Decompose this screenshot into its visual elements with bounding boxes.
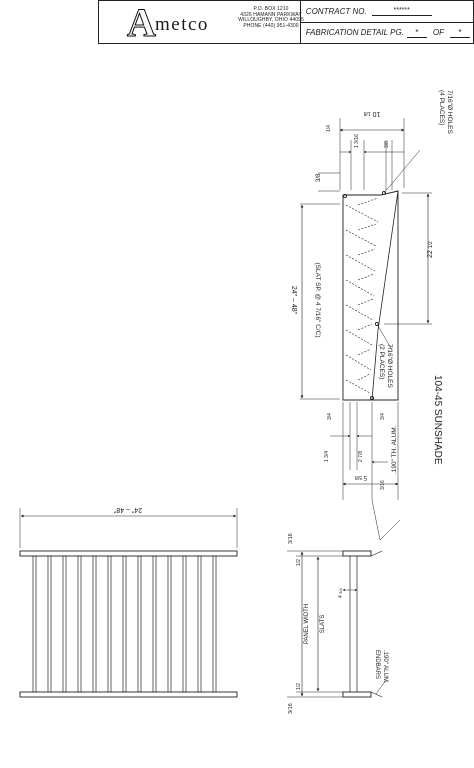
address-line: PHONE (440) 951-4300 bbox=[243, 22, 299, 29]
sunshade-profile bbox=[342, 190, 399, 401]
company-address: P.O. BOX 1210 4326 HAMANN PARKWAY WILLOU… bbox=[233, 6, 309, 29]
dim-2-7-8: 2 7/8 bbox=[358, 451, 364, 462]
dim-1-3-16: 1 3/16 bbox=[354, 134, 360, 148]
dim-3-16-bottom: 3/16 bbox=[380, 480, 386, 490]
overall-width-dim: 10 1/8 bbox=[363, 110, 380, 117]
elevation-view bbox=[19, 508, 387, 698]
dim-5-5-8: 5 5/8 bbox=[355, 474, 367, 480]
endbars-label-2: ENDBARS bbox=[374, 650, 380, 679]
contract-row: CONTRACT NO. ****** bbox=[301, 1, 473, 22]
dim-3-4-b: 3/4 bbox=[380, 413, 386, 420]
holes-2-label: 7/16"Ø HOLES bbox=[386, 344, 393, 389]
page-total: * bbox=[450, 28, 470, 38]
logo-initial: A bbox=[127, 0, 157, 45]
section-view bbox=[300, 118, 432, 541]
panel-bottom-endbar bbox=[19, 691, 238, 698]
title-block: A metco P.O. BOX 1210 4326 HAMANN PARKWA… bbox=[98, 0, 474, 45]
dim-3-8-side: 3/8 bbox=[316, 173, 322, 182]
elev-top-3-16: 3/16 bbox=[288, 533, 294, 544]
dim-3-4-a: 3/4 bbox=[327, 413, 333, 420]
alum-thickness-label: .190" TH. ALUM. bbox=[391, 425, 398, 474]
address-line: P.O. BOX 1210 bbox=[253, 6, 289, 12]
endbars-label-1: .190" ALUM. bbox=[382, 650, 388, 684]
slat-spacing-label: (SLAT SP. @ 4 7/16" C/C) bbox=[314, 262, 321, 337]
holes-2-places: (2 PLACES) bbox=[378, 344, 385, 379]
span-range-elevation: 24" – 48" bbox=[113, 506, 142, 513]
hole-bottom bbox=[369, 395, 375, 401]
holes-4-places: (4 PLACES) bbox=[438, 90, 445, 125]
span-range-section: 24" – 48" bbox=[290, 286, 297, 315]
hole-top-right bbox=[381, 190, 387, 196]
elev-dim-4-3-4: 4 3/4 bbox=[338, 587, 344, 598]
dim-quarter-top: 1/4 bbox=[326, 125, 332, 132]
endbar-profile-top bbox=[342, 550, 372, 557]
fabrication-row: FABRICATION DETAIL PG. * OF * bbox=[300, 21, 473, 44]
dim-3-8-top: 3/8 bbox=[384, 141, 390, 148]
hole-mid bbox=[374, 321, 380, 327]
company-logo-cell: A metco P.O. BOX 1210 4326 HAMANN PARKWA… bbox=[99, 0, 304, 45]
elev-top-1-2: 1/2 bbox=[296, 559, 302, 566]
contract-info-cell: CONTRACT NO. ****** FABRICATION DETAIL P… bbox=[300, 1, 473, 44]
slat-hatching bbox=[345, 197, 379, 394]
logo-wordmark: metco bbox=[155, 14, 209, 35]
panel-width-label: PANEL WIDTH bbox=[304, 604, 310, 644]
endbar-profile-bottom bbox=[342, 691, 372, 698]
drawing-title: 104-45 SUNSHADE bbox=[432, 375, 443, 465]
of-label: OF bbox=[432, 28, 444, 38]
elev-bottom-1-2: 1/2 bbox=[296, 683, 302, 690]
address-line: WILLOUGHBY, OHIO 44095 bbox=[238, 17, 304, 24]
panel-top-endbar bbox=[19, 550, 238, 557]
hole-top-left bbox=[342, 193, 348, 199]
sunshade-fin bbox=[371, 190, 399, 401]
slats-label: SLATS bbox=[320, 615, 326, 634]
dim-1-3-4: 1 3/4 bbox=[324, 451, 330, 462]
address-line: 4326 HAMANN PARKWAY bbox=[240, 11, 302, 18]
panel-slats bbox=[32, 555, 217, 693]
holes-4-label: 7/16"Ø HOLES bbox=[446, 90, 453, 135]
page-number: * bbox=[406, 28, 427, 38]
contract-label: CONTRACT NO. bbox=[305, 6, 367, 16]
fabrication-label: FABRICATION DETAIL PG. bbox=[305, 28, 404, 38]
contract-value: ****** bbox=[371, 7, 432, 16]
dim-22-1-2: 22 1/2 bbox=[427, 241, 434, 258]
elev-bottom-3-16: 3/16 bbox=[288, 703, 294, 714]
